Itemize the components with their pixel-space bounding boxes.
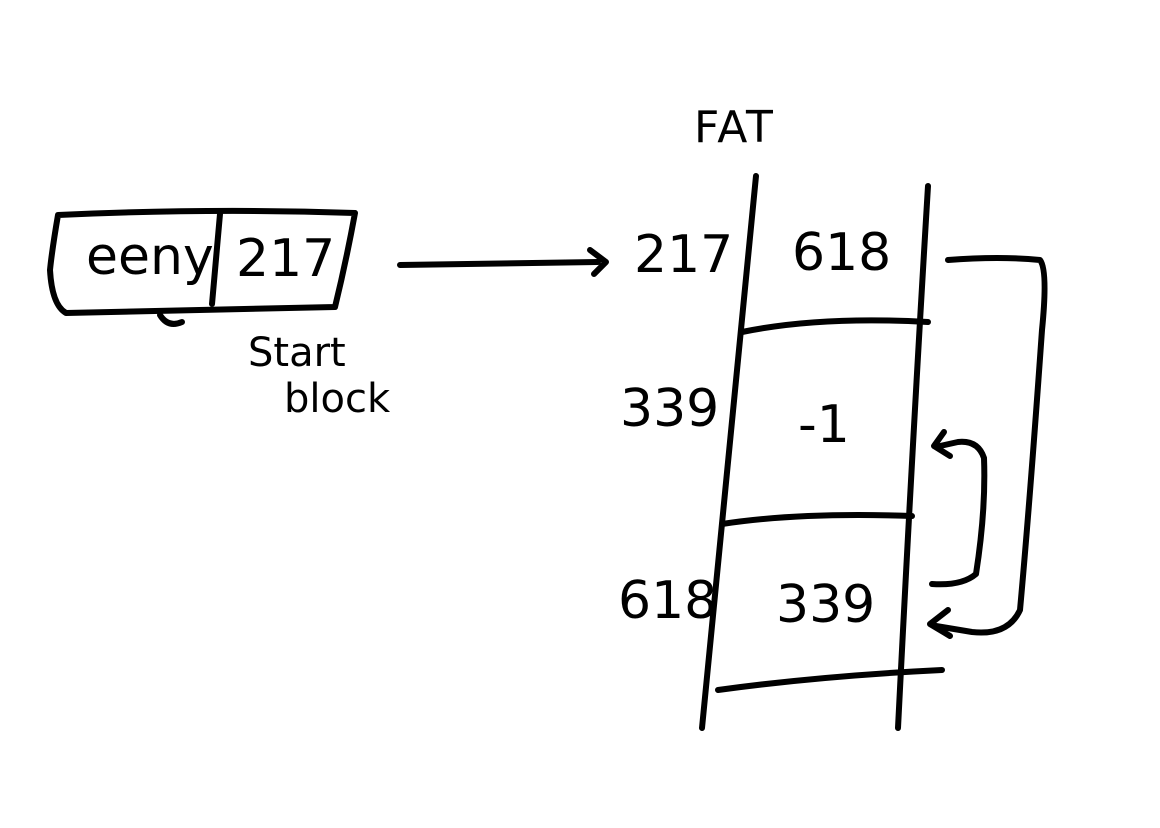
start-pointer-arrow bbox=[397, 247, 609, 277]
fat-table: 217 618 339 -1 618 339 bbox=[618, 173, 945, 731]
file-name: eeny bbox=[86, 227, 214, 287]
start-block-caption-1: Start bbox=[248, 330, 346, 376]
start-block-caption-2: block bbox=[284, 376, 391, 422]
chain-head-217-to-618 bbox=[927, 607, 953, 639]
start-pointer-head bbox=[587, 247, 609, 277]
chain-arrow-217-to-618 bbox=[927, 255, 1048, 639]
directory-entry-divider bbox=[209, 211, 223, 307]
fat-row-value: 339 bbox=[776, 575, 875, 635]
fat-left-border bbox=[699, 173, 759, 731]
fat-row-divider-2 bbox=[719, 512, 915, 527]
fat-row-value: -1 bbox=[798, 395, 850, 455]
directory-entry-tail bbox=[157, 312, 185, 327]
chain-arrow-618-to-339 bbox=[929, 429, 988, 588]
fat-row-index: 217 bbox=[634, 225, 733, 285]
start-block-value: 217 bbox=[236, 229, 335, 289]
directory-entry: eeny 217 Start block bbox=[47, 207, 391, 422]
start-pointer-line bbox=[397, 259, 601, 268]
fat-title: FAT bbox=[694, 102, 775, 153]
fat-right-border bbox=[895, 183, 931, 731]
fat-row-index: 618 bbox=[618, 571, 717, 631]
chain-line-618-to-339 bbox=[929, 438, 988, 588]
fat-row-value: 618 bbox=[792, 223, 891, 283]
directory-entry-box bbox=[47, 207, 358, 316]
fat-row-index: 339 bbox=[620, 379, 719, 439]
chain-line-217-to-618 bbox=[933, 255, 1048, 636]
chain-head-618-to-339 bbox=[931, 429, 953, 459]
fat-row-divider-3 bbox=[715, 667, 945, 693]
fat-row-divider-1 bbox=[739, 317, 931, 335]
